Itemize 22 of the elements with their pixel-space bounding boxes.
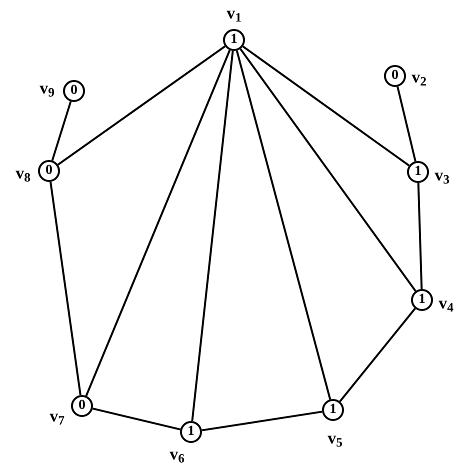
edge-line — [50, 182, 82, 396]
vertex-label: v$_{6}$ — [170, 446, 184, 462]
vertex-label: v$_{2}$ — [412, 68, 426, 86]
edge-line — [240, 48, 416, 292]
vertex-label: v$_{5}$ — [328, 430, 342, 446]
edge-line — [242, 46, 410, 166]
edge-line — [236, 50, 332, 400]
edge-line — [202, 410, 322, 432]
vertex-label: v$_{4}$ — [438, 294, 454, 312]
vertex-label: v$_{9}$ — [40, 80, 54, 96]
vertex-label: v$_{1}$ — [226, 4, 242, 22]
vertex-label: v$_{3}$ — [434, 166, 450, 184]
edge-line — [396, 86, 416, 162]
edge-line — [85, 50, 231, 396]
edge-line — [92, 408, 181, 430]
edge-line — [191, 50, 234, 422]
edge-line — [417, 182, 423, 290]
edge-line — [51, 101, 72, 161]
edge-line — [57, 46, 226, 166]
vertex-label: v$_{7}$ — [50, 408, 64, 424]
edge-line — [339, 308, 416, 402]
vertex-label: v$_{8}$ — [16, 164, 30, 182]
